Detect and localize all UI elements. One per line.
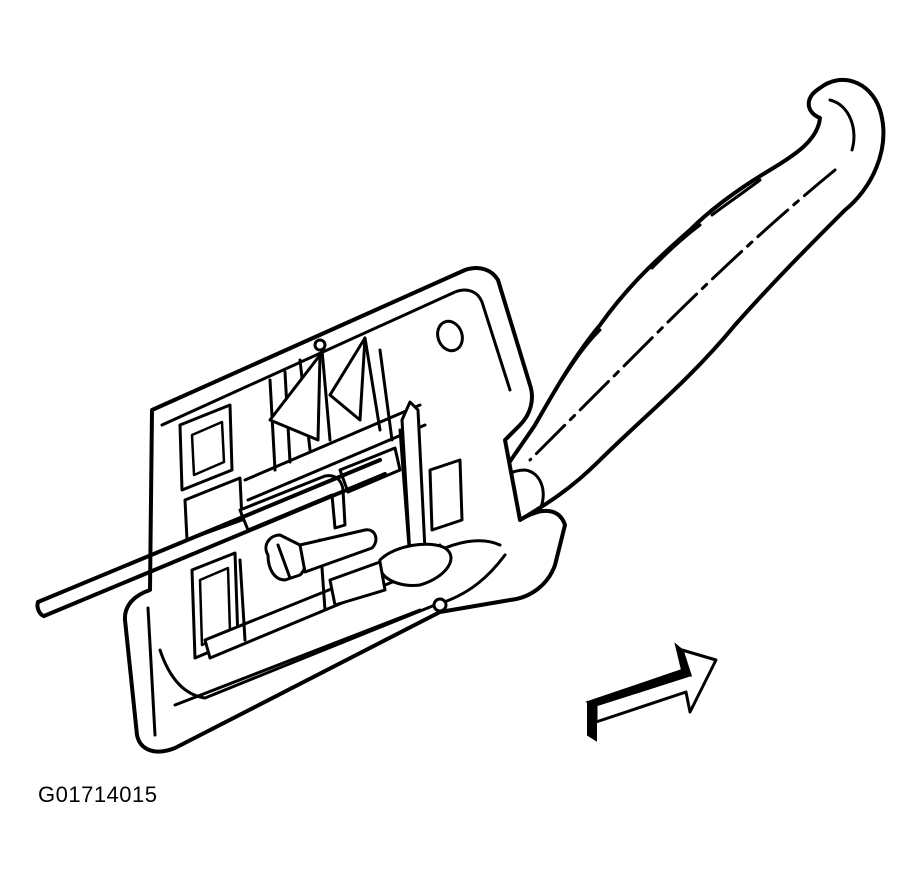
figure-code: G01714015 <box>38 782 158 807</box>
actuator-rod <box>35 458 387 618</box>
handle-housing <box>178 336 464 660</box>
handle-lever <box>483 78 886 527</box>
rod-clip <box>264 528 502 607</box>
mounting-hole <box>436 319 464 353</box>
direction-arrow-icon <box>585 642 718 742</box>
